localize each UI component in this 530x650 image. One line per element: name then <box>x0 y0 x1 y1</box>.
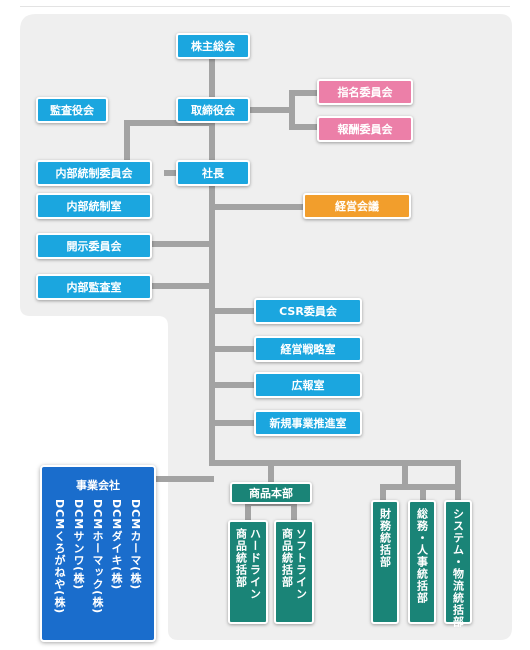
compensation-committee-box: 報酬委員会 <box>317 116 413 142</box>
audit-board-box: 監査役会 <box>36 97 108 123</box>
connector-line <box>209 184 215 466</box>
unit-label: 総務・人事統括部 <box>415 508 429 604</box>
new-business-office-box: 新規事業推進室 <box>254 410 362 436</box>
board-of-directors-box: 取締役会 <box>176 97 250 123</box>
connector-line <box>212 346 258 352</box>
connector-line <box>212 204 306 210</box>
internal-audit-office-box: 内部監査室 <box>36 274 152 300</box>
internal-control-committee-box: 内部統制委員会 <box>36 160 152 186</box>
unit-label: 財務統括部 <box>378 508 392 568</box>
general-affairs-hr-division-box: 総務・人事統括部 <box>408 500 436 624</box>
csr-committee-box: CSR委員会 <box>254 298 362 324</box>
connector-line <box>380 484 386 504</box>
president-box: 社長 <box>176 160 250 186</box>
connector-line <box>289 90 295 128</box>
company-name: DCMダイキ(株) <box>110 499 123 591</box>
company-name: DCMくろがねや(株) <box>53 499 66 615</box>
finance-division-box: 財務統括部 <box>371 500 399 624</box>
connector-line <box>245 496 251 522</box>
connector-line <box>212 382 258 388</box>
unit-label: ソフトライン <box>294 528 308 600</box>
connector-line <box>402 460 408 490</box>
nomination-committee-box: 指名委員会 <box>317 79 413 105</box>
hardline-merchandise-box: ハードライン 商品統括部 <box>228 520 268 624</box>
connector-line <box>420 484 426 504</box>
strategy-office-box: 経営戦略室 <box>254 336 362 362</box>
company-name: DCMサンワ(株) <box>72 499 85 591</box>
connector-line <box>148 283 212 289</box>
top-divider <box>20 6 510 7</box>
connector-line <box>124 120 130 164</box>
unit-label: 商品統括部 <box>280 528 294 588</box>
connector-line <box>124 120 214 126</box>
connector-line <box>289 124 321 130</box>
management-meeting-box: 経営会議 <box>303 193 411 219</box>
connector-line <box>209 57 215 109</box>
connector-line <box>455 460 461 504</box>
group-companies-panel: 事業会社 DCMカーマ(株) DCMダイキ(株) DCMホーマック(株) DCM… <box>40 465 156 642</box>
internal-control-office-box: 内部統制室 <box>36 193 152 219</box>
shareholders-meeting-box: 株主総会 <box>176 33 250 59</box>
company-name: DCMカーマ(株) <box>129 499 142 591</box>
connector-line <box>209 117 215 167</box>
connector-line <box>154 476 214 482</box>
pr-office-box: 広報室 <box>254 372 362 398</box>
group-companies-title: 事業会社 <box>76 479 120 492</box>
company-name: DCMホーマック(株) <box>91 499 104 615</box>
connector-line <box>148 241 212 247</box>
connector-line <box>289 90 321 96</box>
connector-line <box>212 308 258 314</box>
unit-label: 商品統括部 <box>234 528 248 588</box>
connector-line <box>209 460 461 466</box>
disclosure-committee-box: 開示委員会 <box>36 233 152 259</box>
connector-line <box>268 460 274 484</box>
unit-label: ハードライン <box>248 528 262 600</box>
merchandise-division-box: 商品本部 <box>230 482 312 504</box>
softline-merchandise-box: ソフトライン 商品統括部 <box>274 520 314 624</box>
connector-line <box>212 420 258 426</box>
system-logistics-division-box: システム・物流統括部 <box>444 500 472 628</box>
unit-label: システム・物流統括部 <box>451 508 465 628</box>
connector-line <box>243 107 293 113</box>
connector-line <box>291 496 297 522</box>
